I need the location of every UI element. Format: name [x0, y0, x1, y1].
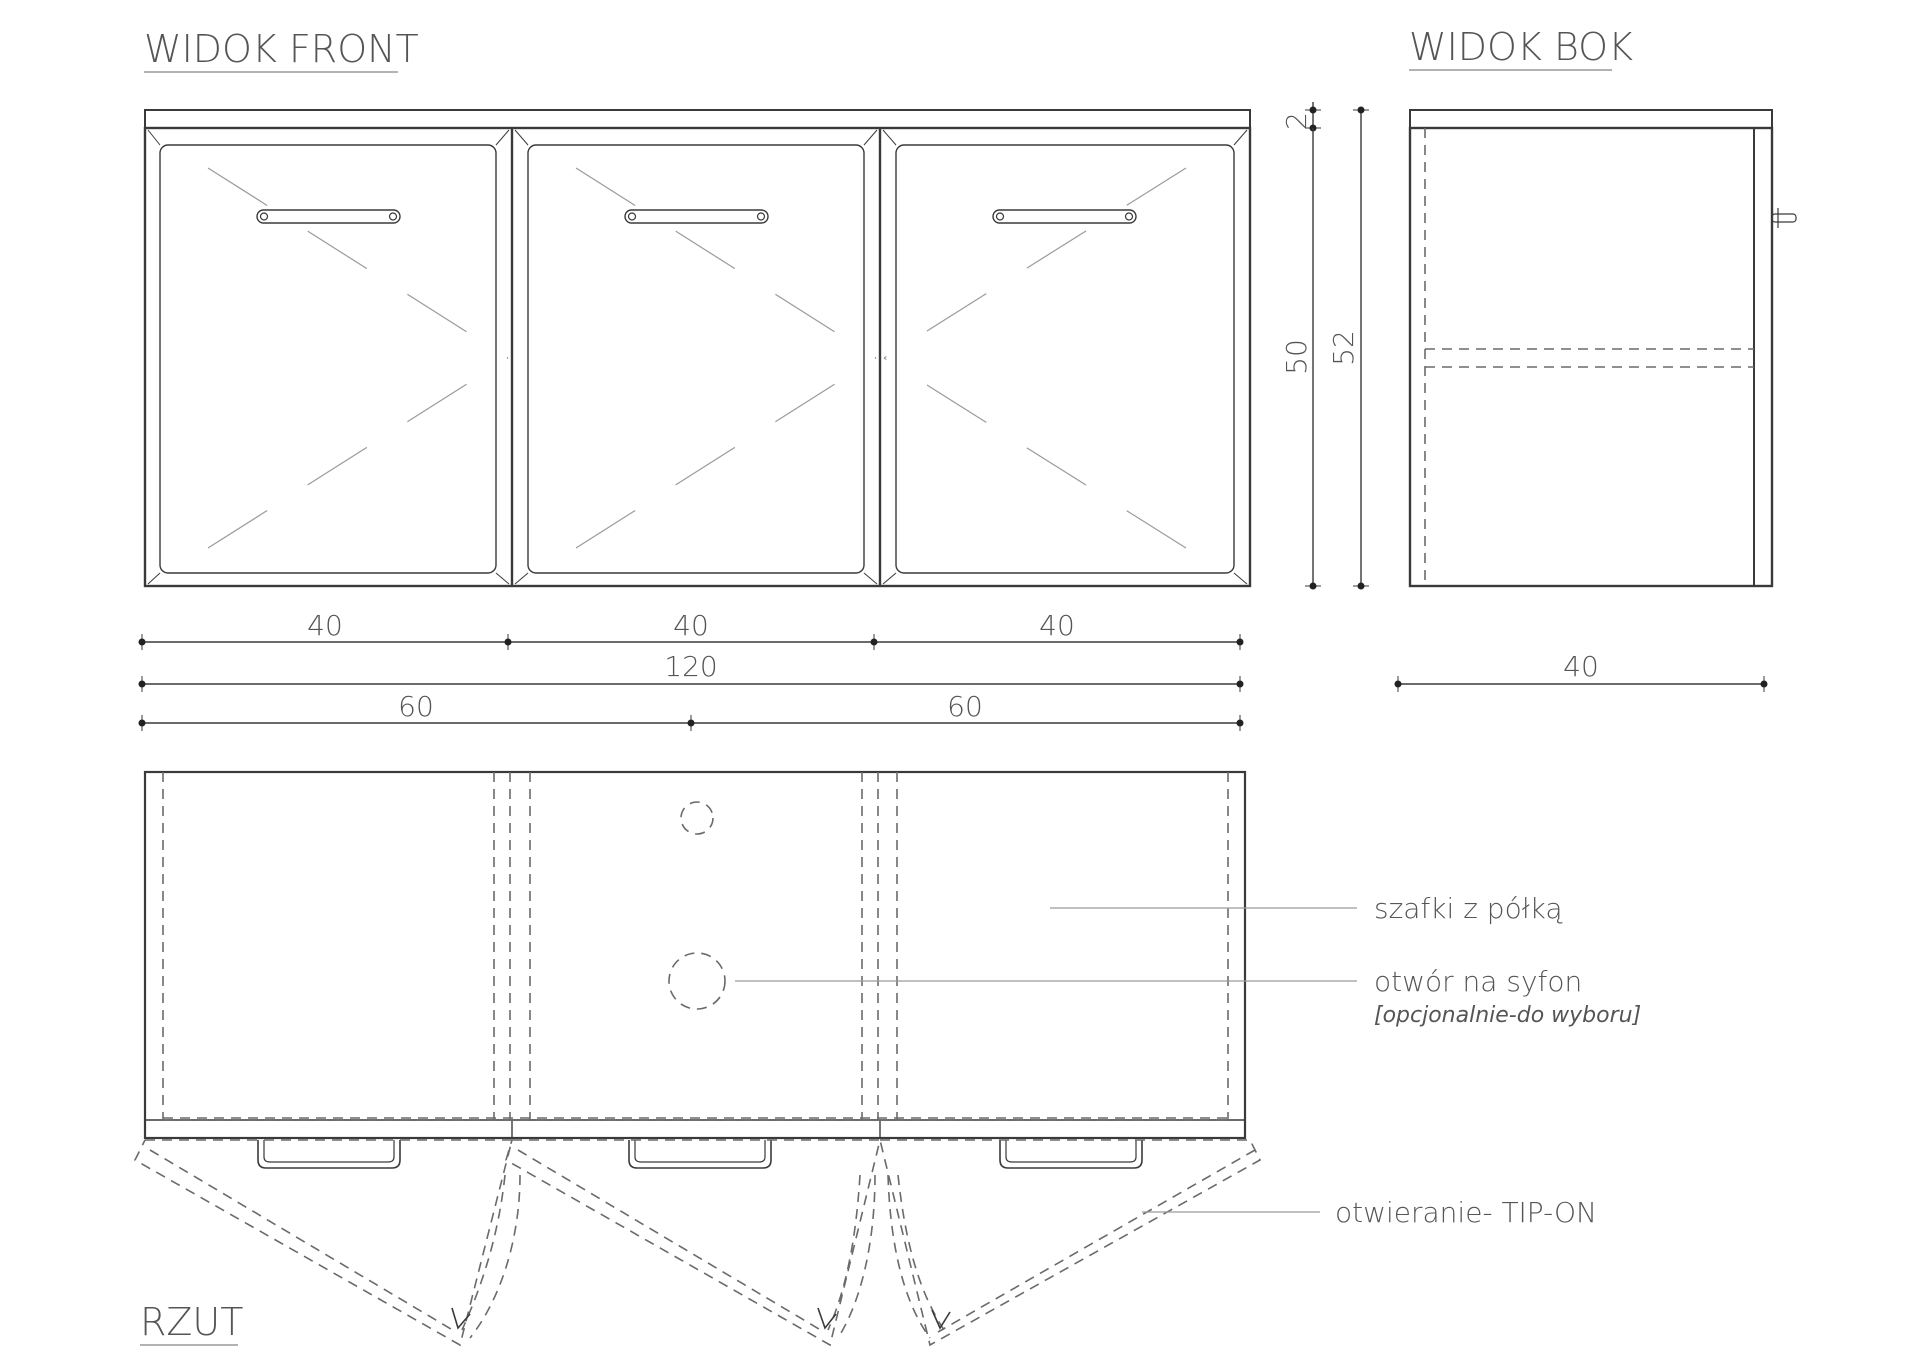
small-hole	[680, 801, 714, 835]
plan-view-title-text: RZUT	[140, 1300, 243, 1344]
side-handle	[1771, 208, 1797, 228]
dimension-body-height: 50	[1280, 339, 1313, 375]
callout-siphon: otwór na syfon [opcjonalnie-do wyboru]	[735, 965, 1641, 1028]
callout-siphon-note: [opcjonalnie-do wyboru]	[1374, 1003, 1641, 1028]
dimension-half-right: 60	[947, 690, 983, 723]
height-dimensions: 2 50 52	[1280, 102, 1369, 590]
callout-opening-text: otwieranie- TIP-ON	[1335, 1196, 1597, 1229]
front-view	[143, 109, 1252, 588]
front-view-title-text: WIDOK FRONT	[144, 27, 419, 71]
siphon-hole	[668, 952, 726, 1010]
callout-shelf-text: szafki z półką	[1374, 892, 1563, 925]
side-view-title-text: WIDOK BOK	[1409, 25, 1633, 69]
front-view-title: WIDOK FRONT	[144, 27, 419, 73]
door-handle-1	[256, 209, 401, 224]
width-dimensions: 40 40 40 120 60 60 40	[138, 609, 1768, 731]
cabinet-body	[143, 126, 1252, 588]
dimension-total-width: 120	[664, 650, 717, 683]
door-handle-2	[624, 209, 769, 224]
plan-handles	[257, 1140, 1143, 1169]
plan-view-title: RZUT	[140, 1300, 243, 1346]
door-1	[147, 129, 510, 585]
callout-opening: otwieranie- TIP-ON	[1142, 1196, 1597, 1229]
side-view-title: WIDOK BOK	[1409, 25, 1633, 71]
side-view	[1408, 109, 1797, 588]
plan-view	[133, 770, 1262, 1347]
dimension-door-3: 40	[1039, 609, 1075, 642]
dimension-total-height: 52	[1327, 330, 1360, 366]
callout-shelf: szafki z półką	[1050, 892, 1563, 925]
door-swing-paths	[133, 1139, 1262, 1347]
dimension-door-1: 40	[307, 609, 343, 642]
door-handle-3	[992, 209, 1137, 224]
dimension-half-left: 60	[398, 690, 434, 723]
plan-outline	[143, 770, 1247, 1140]
hidden-cabinet-walls	[162, 772, 1229, 1121]
door-2	[514, 129, 878, 585]
door-3	[882, 129, 1248, 585]
countertop	[144, 109, 1251, 129]
dimension-side-depth: 40	[1563, 650, 1599, 683]
callout-siphon-text: otwór na syfon	[1374, 965, 1582, 998]
dimension-door-2: 40	[673, 609, 709, 642]
dimension-top-thickness: 2	[1280, 112, 1313, 130]
